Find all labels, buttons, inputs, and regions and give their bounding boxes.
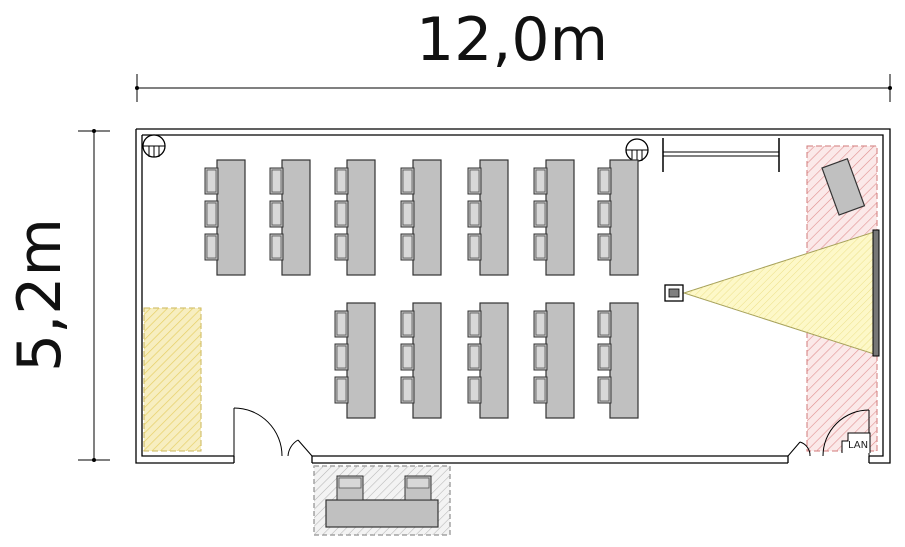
chair-icon [597,343,612,371]
chair-icon [334,310,349,338]
desk-group [269,159,311,276]
desk [545,159,575,276]
desk [412,159,442,276]
desk-group [334,159,376,276]
desk [545,302,575,419]
chair-icon [269,167,284,195]
chair-icon [269,233,284,261]
chair-icon [467,200,482,228]
desk-group [533,159,575,276]
chair-icon [400,376,415,404]
chair-icon [533,310,548,338]
desk-group [400,302,442,419]
desk [346,159,376,276]
projector-icon [664,284,684,302]
chair-icon [204,233,219,261]
chair-icon [334,167,349,195]
chair-icon [400,167,415,195]
whiteboard [662,138,780,172]
lan-label: LAN [848,440,868,451]
desk-group [597,302,639,419]
chair-icon [334,200,349,228]
lan-port-icon: LAN [841,432,871,453]
desk-group [400,159,442,276]
desk-group [597,159,639,276]
lectern [821,157,866,216]
outside-desk [325,499,439,528]
column-icon [625,138,649,162]
desk-group [204,159,246,276]
chair-icon [334,376,349,404]
chair-icon [533,167,548,195]
desk [346,302,376,419]
width-label: 12,0m [416,5,608,75]
chair-icon [467,167,482,195]
chair-icon [269,200,284,228]
chair-icon [597,200,612,228]
desk [281,159,311,276]
chair-icon [400,310,415,338]
desk [479,302,509,419]
desk-layout [204,159,639,419]
screen-icon [872,229,880,357]
chair-icon [597,376,612,404]
desk [609,159,639,276]
entrance-door[interactable] [233,407,313,457]
chair-icon [204,200,219,228]
chair-icon [467,233,482,261]
chair-icon [533,233,548,261]
chair-icon [334,233,349,261]
column-icon [142,134,166,158]
desk-group [467,302,509,419]
height-label: 5,2m [5,218,75,372]
chair-icon [204,167,219,195]
desk-group [467,159,509,276]
chair-icon [533,376,548,404]
chair-icon [404,475,432,501]
chair-icon [467,343,482,371]
desk [216,159,246,276]
chair-icon [400,343,415,371]
chair-icon [533,200,548,228]
chair-icon [400,233,415,261]
desk-group [334,302,376,419]
chair-icon [334,343,349,371]
chair-icon [467,376,482,404]
chair-icon [336,475,364,501]
chair-icon [467,310,482,338]
width-dimension: 12,0m [135,5,892,102]
desk [609,302,639,419]
room-walls [135,128,891,464]
chair-icon [400,200,415,228]
chair-icon [533,343,548,371]
height-dimension: 5,2m [5,129,110,462]
chair-icon [597,310,612,338]
desk [479,159,509,276]
desk-group [533,302,575,419]
chair-icon [597,167,612,195]
chair-icon [597,233,612,261]
outside-waiting-area [313,465,451,536]
desk [412,302,442,419]
